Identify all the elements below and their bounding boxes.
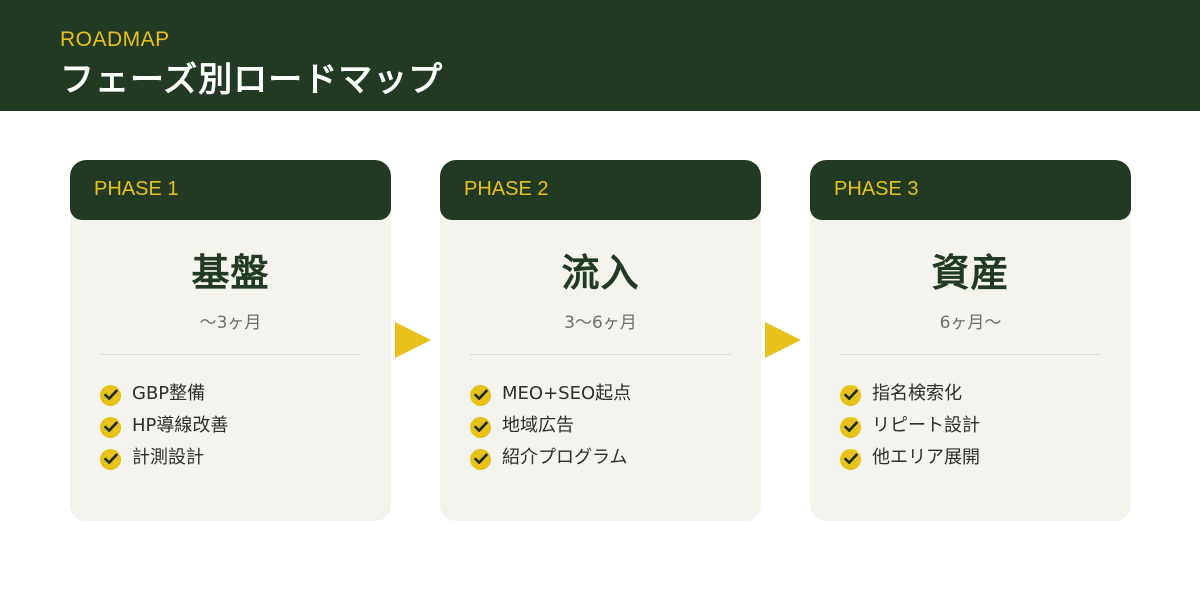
list-item: 他エリア展開 — [840, 440, 980, 472]
phase-name: 流入 — [561, 251, 640, 295]
triangle-right-icon — [765, 322, 801, 358]
phase-period: 3〜6ヶ月 — [564, 313, 637, 333]
phase-card-header: PHASE 2 — [440, 160, 761, 220]
list-item: GBP整備 — [100, 376, 228, 408]
phase-card-3: PHASE 3 資産 6ヶ月〜 指名検索化 リピート設計 他エリア展開 — [810, 160, 1131, 521]
phase-name: 資産 — [931, 251, 1010, 295]
check-circle-icon — [840, 448, 861, 470]
list-item: 計測設計 — [100, 440, 228, 472]
check-circle-icon — [470, 384, 491, 406]
divider — [840, 354, 1101, 355]
item-text: 計測設計 — [132, 447, 204, 468]
item-text: リピート設計 — [872, 415, 980, 436]
phase-period: 〜3ヶ月 — [199, 313, 262, 333]
eyebrow-label: ROADMAP — [60, 28, 170, 51]
phase-label: PHASE 3 — [834, 178, 919, 200]
item-text: HP導線改善 — [132, 415, 229, 436]
divider — [470, 354, 731, 355]
check-circle-icon — [100, 384, 121, 406]
check-circle-icon — [840, 384, 861, 406]
phase-name: 基盤 — [191, 251, 270, 295]
check-circle-icon — [100, 416, 121, 438]
list-item: 地域広告 — [470, 408, 631, 440]
phase-card-header: PHASE 1 — [70, 160, 391, 220]
phase-period: 6ヶ月〜 — [939, 313, 1002, 333]
phase-item-list: 指名検索化 リピート設計 他エリア展開 — [840, 376, 980, 472]
item-text: 紹介プログラム — [502, 447, 628, 468]
item-text: 指名検索化 — [872, 383, 962, 404]
item-text: GBP整備 — [132, 383, 206, 404]
list-item: MEO+SEO起点 — [470, 376, 631, 408]
phase-item-list: GBP整備 HP導線改善 計測設計 — [100, 376, 228, 472]
triangle-right-icon — [395, 322, 431, 358]
item-text: MEO+SEO起点 — [502, 383, 632, 404]
item-text: 他エリア展開 — [872, 447, 980, 468]
check-circle-icon — [100, 448, 121, 470]
check-circle-icon — [470, 448, 491, 470]
check-circle-icon — [470, 416, 491, 438]
list-item: HP導線改善 — [100, 408, 228, 440]
phase-card-1: PHASE 1 基盤 〜3ヶ月 GBP整備 HP導線改善 計測設計 — [70, 160, 391, 521]
list-item: リピート設計 — [840, 408, 980, 440]
phase-label: PHASE 2 — [464, 178, 549, 200]
item-text: 地域広告 — [502, 415, 574, 436]
phase-label: PHASE 1 — [94, 178, 179, 200]
list-item: 指名検索化 — [840, 376, 980, 408]
header-banner: ROADMAP フェーズ別ロードマップ — [0, 0, 1200, 111]
page-title: フェーズ別ロードマップ — [60, 60, 444, 100]
phase-card-2: PHASE 2 流入 3〜6ヶ月 MEO+SEO起点 地域広告 紹介プログラム — [440, 160, 761, 521]
divider — [100, 354, 361, 355]
check-circle-icon — [840, 416, 861, 438]
phase-item-list: MEO+SEO起点 地域広告 紹介プログラム — [470, 376, 631, 472]
list-item: 紹介プログラム — [470, 440, 631, 472]
phase-card-header: PHASE 3 — [810, 160, 1131, 220]
